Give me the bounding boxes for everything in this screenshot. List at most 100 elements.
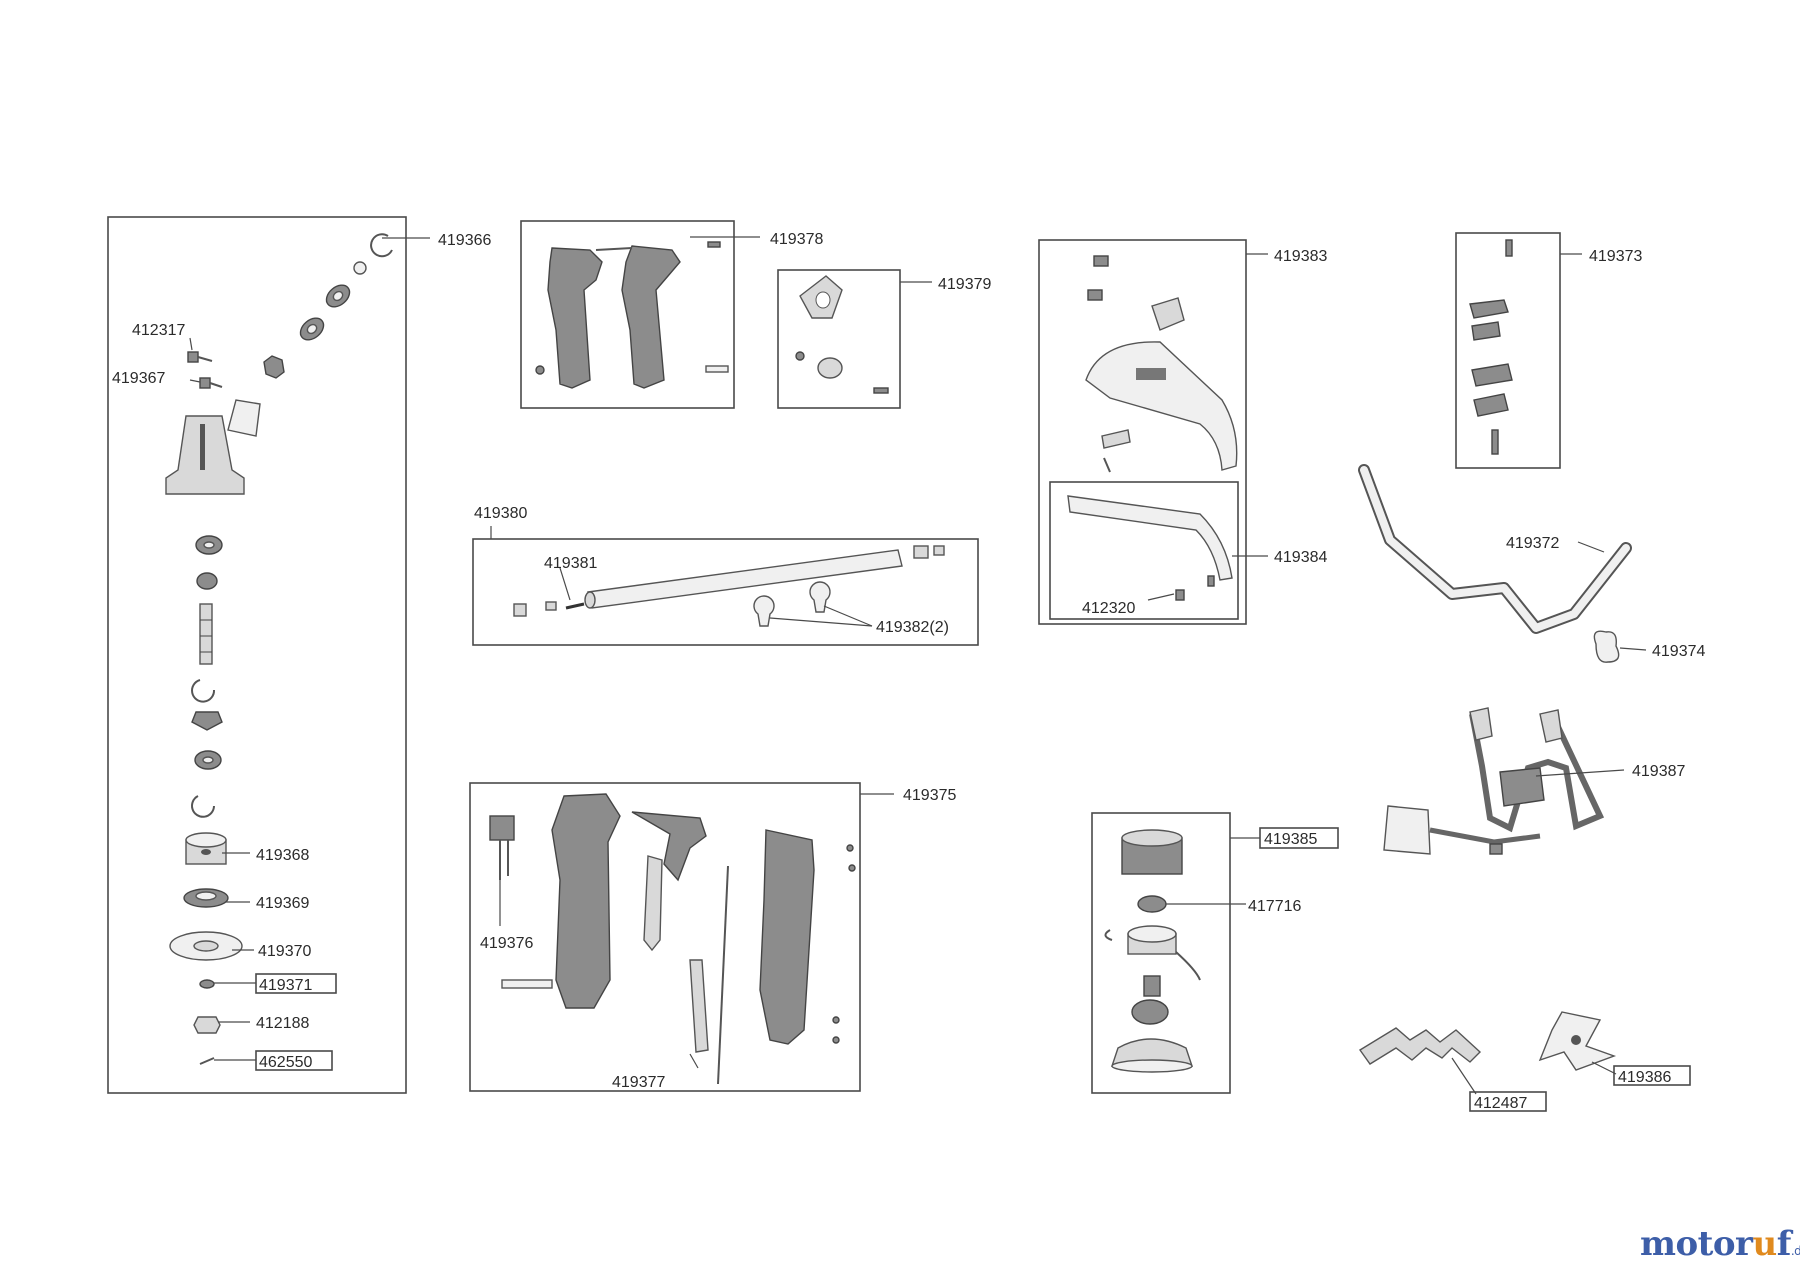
brand-watermark: motoruf.de	[1640, 1224, 1800, 1264]
tube-clip-part	[753, 595, 775, 627]
label-419372: 419372	[1506, 535, 1559, 552]
label-419386: 419386	[1618, 1069, 1671, 1086]
handle-group: 419378	[520, 220, 823, 409]
gear-head-frame	[107, 216, 407, 1094]
clamp-ring-part	[817, 357, 843, 379]
spring-part	[1137, 895, 1167, 913]
label-box-462550	[255, 1050, 333, 1071]
end-cap-part	[513, 603, 527, 617]
label-419380: 419380	[474, 505, 527, 522]
spring-pin-part	[565, 602, 585, 610]
motor-housing-frame	[469, 782, 861, 1092]
harness-straps-part	[1469, 712, 1605, 833]
clamp-group: 419379	[777, 269, 991, 409]
gear-head-group: 419366 412317 419367 419368 419369 41937…	[107, 216, 491, 1094]
watermark-text-f: f	[1776, 1224, 1792, 1264]
label-462550: 462550	[259, 1054, 312, 1071]
bearing-ring-part	[183, 888, 229, 908]
label-412487: 412487	[1474, 1095, 1527, 1112]
guard-insert-frame	[1049, 481, 1239, 620]
support-plate-part	[169, 931, 243, 961]
flange-part	[191, 711, 223, 731]
clamp-frame	[777, 269, 901, 409]
bracket-lower-part	[1471, 363, 1513, 387]
label-419373: 419373	[1589, 248, 1642, 265]
label-419375: 419375	[903, 787, 956, 804]
label-417716: 417716	[1248, 898, 1301, 915]
label-419366: 419366	[438, 232, 491, 249]
pin-part	[199, 1057, 215, 1065]
label-419383: 419383	[1274, 248, 1327, 265]
label-box-412487	[1469, 1091, 1547, 1112]
watermark-text-u: u	[1752, 1224, 1777, 1264]
screw-part	[1093, 255, 1109, 267]
watermark-text-motor: motor	[1640, 1224, 1753, 1264]
bracket-upper-part	[1469, 299, 1509, 319]
washer-part	[199, 979, 215, 989]
handle-clip-part	[1593, 630, 1620, 663]
drive-shaft-part	[199, 603, 213, 665]
bar-handle-group: 419372 419374	[1358, 464, 1705, 663]
label-419382: 419382(2)	[876, 619, 949, 636]
spring-part	[689, 959, 709, 1053]
nut-part	[193, 1016, 221, 1034]
motor-housing-group: 419375 419376 419377	[469, 782, 956, 1092]
label-box-419385	[1259, 827, 1339, 849]
cable-part	[717, 865, 729, 1085]
spool-spring-part	[1143, 975, 1161, 997]
housing-right-half-part	[759, 829, 815, 1045]
label-412188: 412188	[256, 1015, 309, 1032]
trigger-lever-part	[643, 855, 663, 952]
spool-head-group: 419385 417716	[1091, 812, 1339, 1094]
shaft-tube-frame	[472, 538, 979, 646]
handle-half-left-part	[547, 247, 603, 389]
bolt-part	[501, 979, 553, 989]
spool-head-frame	[1091, 812, 1231, 1094]
label-419367: 419367	[112, 370, 165, 387]
shaft-tube-group: 419380 419381 419382(2)	[472, 505, 979, 646]
trigger-part	[631, 811, 707, 882]
circlip-part	[191, 795, 215, 818]
label-box-419371	[255, 973, 337, 994]
shaft-gear-part	[196, 572, 218, 590]
screw-part	[1087, 289, 1103, 301]
watermark-tld: .de	[1790, 1244, 1800, 1258]
hip-pad-part	[1383, 805, 1431, 855]
shaft-tube-part	[587, 549, 903, 609]
bearing-part	[325, 284, 351, 308]
label-419370: 419370	[258, 943, 311, 960]
blade-group: 412487 419386	[1358, 1011, 1691, 1112]
label-419377: 419377	[612, 1074, 665, 1091]
gear-housing-part	[165, 399, 261, 495]
bevel-gear-part	[263, 355, 285, 379]
guard-shield-part	[1085, 341, 1238, 471]
bearing-cup-part	[185, 832, 227, 865]
label-419384: 419384	[1274, 549, 1327, 566]
circlip-part	[370, 233, 393, 258]
harness-group: 419387	[1383, 707, 1685, 855]
label-419381: 419381	[544, 555, 597, 572]
handle-bracket-frame	[1455, 232, 1561, 469]
spool-cap-part	[1121, 829, 1183, 875]
screw-419367-part	[199, 377, 223, 389]
label-419385: 419385	[1264, 831, 1317, 848]
blade-part	[1175, 589, 1185, 601]
bearing-part	[299, 317, 325, 341]
handle-half-right-part	[621, 245, 681, 389]
screw-412317-part	[187, 351, 213, 363]
label-419368: 419368	[256, 847, 309, 864]
label-412320: 412320	[1082, 600, 1135, 617]
label-419378: 419378	[770, 231, 823, 248]
guard-frame	[1038, 239, 1247, 625]
mount-bracket-part	[1151, 297, 1185, 331]
harness-hook-part	[1499, 767, 1545, 807]
handle-frame	[520, 220, 735, 409]
bearing-part	[194, 750, 222, 770]
guard-group: 419383 419384 412320	[1038, 239, 1327, 625]
eyelet-part	[1131, 999, 1169, 1025]
washer-part	[353, 261, 367, 275]
spool-housing-part	[1111, 1038, 1193, 1073]
label-419379: 419379	[938, 276, 991, 293]
label-412317: 412317	[132, 322, 185, 339]
